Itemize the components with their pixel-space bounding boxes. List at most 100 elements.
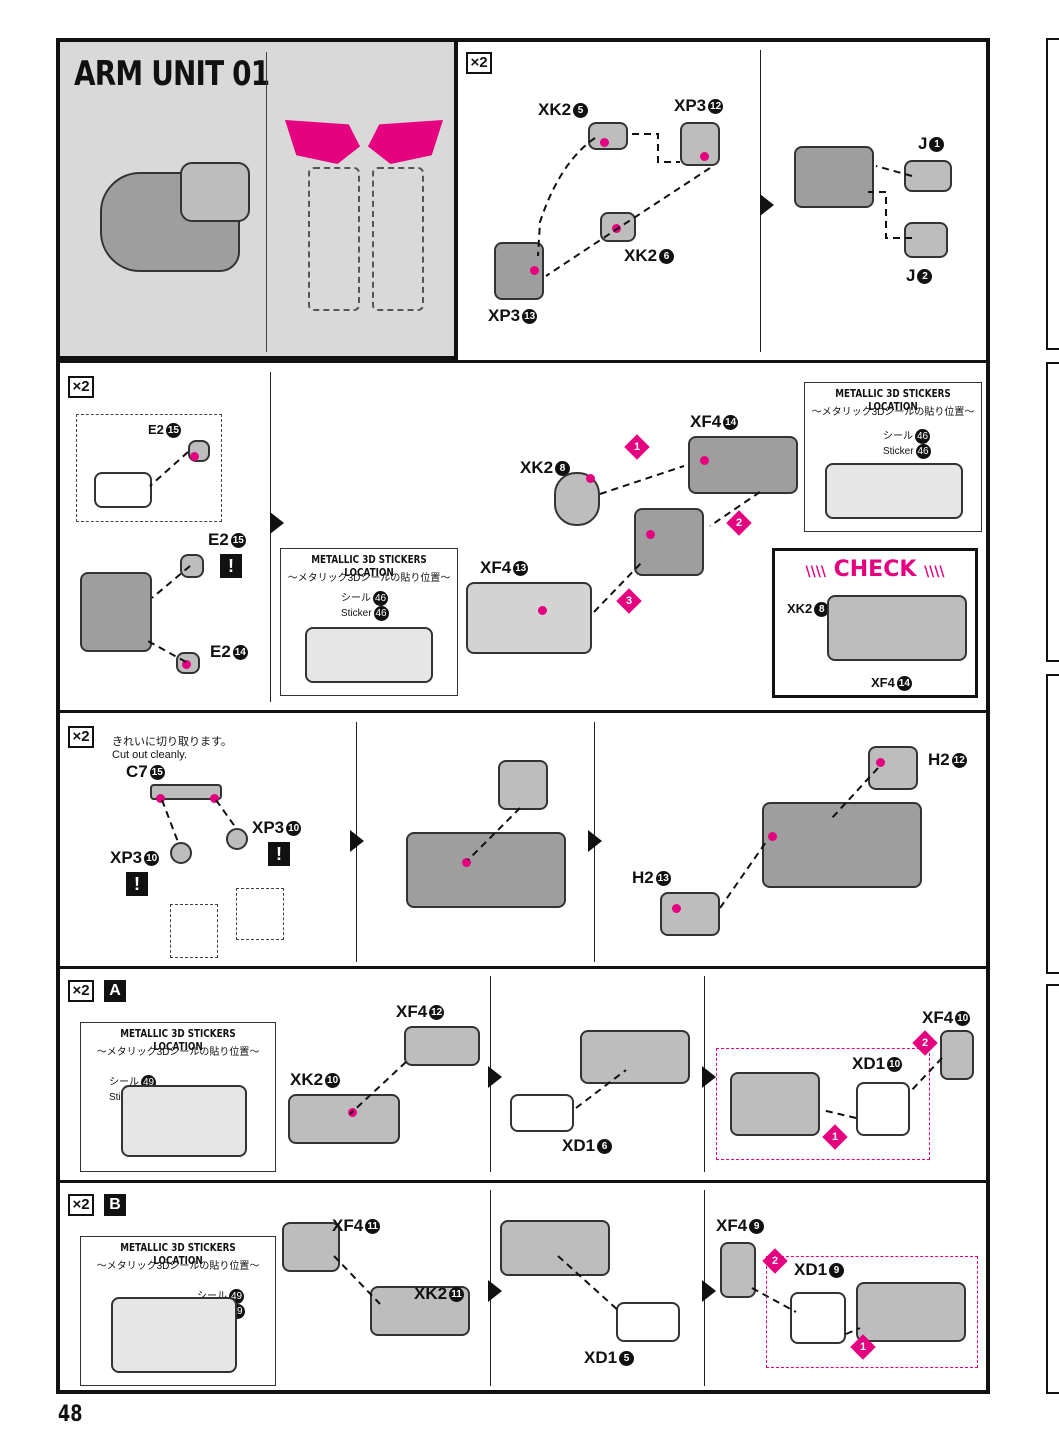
step-arrow xyxy=(488,1280,502,1302)
page-edge-tab xyxy=(1046,362,1059,662)
stickers-title: METALLIC 3D STICKERS LOCATION xyxy=(311,553,427,579)
guide-line xyxy=(709,491,761,527)
guide-line xyxy=(537,137,596,257)
warning-icon: ! xyxy=(220,554,242,578)
peg-marker xyxy=(182,660,191,669)
stickers-subtitle: ～メタリック3Dシールの貼り位置～ xyxy=(96,1047,260,1058)
peg-marker xyxy=(672,904,681,913)
outline-right xyxy=(372,167,424,311)
part-xf4-9 xyxy=(720,1242,756,1298)
assembled-part xyxy=(730,1072,820,1136)
step-arrow xyxy=(350,830,364,852)
divider xyxy=(266,52,267,352)
detail-box xyxy=(236,888,284,940)
multiplier-badge: ×2 xyxy=(466,52,492,74)
page-number: 48 xyxy=(58,1402,83,1427)
multiplier-badge: ×2 xyxy=(68,1194,94,1216)
arm-unit-illustration-detail xyxy=(180,162,250,222)
sub-assembly xyxy=(80,572,152,652)
title-cell: ARM UNIT 01 xyxy=(60,42,458,360)
outline-left xyxy=(308,167,360,311)
upper-part xyxy=(580,1030,690,1084)
part-xk2-10 xyxy=(288,1094,400,1144)
check-title: \\\\ CHECK \\\\ xyxy=(805,557,945,582)
part-j-2 xyxy=(904,222,948,258)
row-divider xyxy=(60,710,986,713)
part-xp3-10 xyxy=(226,828,248,850)
arm-assembly xyxy=(406,832,566,908)
guide-line xyxy=(845,1327,861,1335)
step-arrow xyxy=(488,1066,502,1088)
step-arrow xyxy=(702,1280,716,1302)
guide-line xyxy=(149,451,189,487)
row-divider xyxy=(60,360,986,363)
cut-note: きれいに切り取ります。Cut out cleanly. xyxy=(112,736,232,761)
check-illustration xyxy=(827,595,967,661)
page-edge-tab xyxy=(1046,38,1059,350)
part-xf4-13 xyxy=(466,582,592,654)
stickers-location-box: METALLIC 3D STICKERS LOCATION ～メタリック3Dシー… xyxy=(80,1022,276,1172)
step-arrow xyxy=(702,1066,716,1088)
part-c7-15 xyxy=(150,784,222,800)
peg-marker xyxy=(646,530,655,539)
peg-marker xyxy=(700,152,709,161)
upper-part xyxy=(500,1220,610,1276)
page-title: ARM UNIT 01 xyxy=(74,54,270,94)
guide-line xyxy=(599,465,685,495)
bracket-part xyxy=(498,760,548,810)
stickers-location-box: METALLIC 3D STICKERS LOCATION ～メタリック3Dシー… xyxy=(280,548,458,696)
guide-line xyxy=(821,1109,857,1119)
detail-box xyxy=(766,1256,978,1368)
guide-line xyxy=(349,1061,407,1115)
part-h2-12 xyxy=(868,746,918,790)
stripe-right: \\\\ xyxy=(924,564,945,580)
assembled-joint xyxy=(794,146,874,208)
sticker-part-illustration xyxy=(111,1297,237,1373)
row-divider xyxy=(60,966,986,969)
guide-line xyxy=(467,807,521,861)
arm-assembly xyxy=(762,802,922,888)
stickers-subtitle: ～メタリック3Dシールの貼り位置～ xyxy=(96,1261,260,1272)
part-xf4-14 xyxy=(688,436,798,494)
peg-marker xyxy=(530,266,539,275)
guide-line xyxy=(831,767,879,819)
step-arrow xyxy=(760,194,774,216)
part-xf4-10 xyxy=(940,1030,974,1080)
stickers-title: METALLIC 3D STICKERS LOCATION xyxy=(120,1241,236,1267)
guide-line xyxy=(632,133,680,163)
detail-box xyxy=(716,1048,930,1160)
peg-marker xyxy=(462,858,471,867)
peg-marker xyxy=(768,832,777,841)
detail-box xyxy=(170,904,218,958)
guide-line xyxy=(145,639,187,663)
guide-line xyxy=(151,565,191,599)
section-letter-b: B xyxy=(104,1194,126,1216)
multiplier-badge: ×2 xyxy=(68,726,94,748)
peg-marker xyxy=(190,452,199,461)
peg-marker xyxy=(876,758,885,767)
guide-line xyxy=(557,1255,621,1313)
page-edge-tab xyxy=(1046,674,1059,974)
stickers-subtitle: ～メタリック3Dシールの貼り位置～ xyxy=(811,407,975,418)
stripe-left: \\\\ xyxy=(805,564,826,580)
